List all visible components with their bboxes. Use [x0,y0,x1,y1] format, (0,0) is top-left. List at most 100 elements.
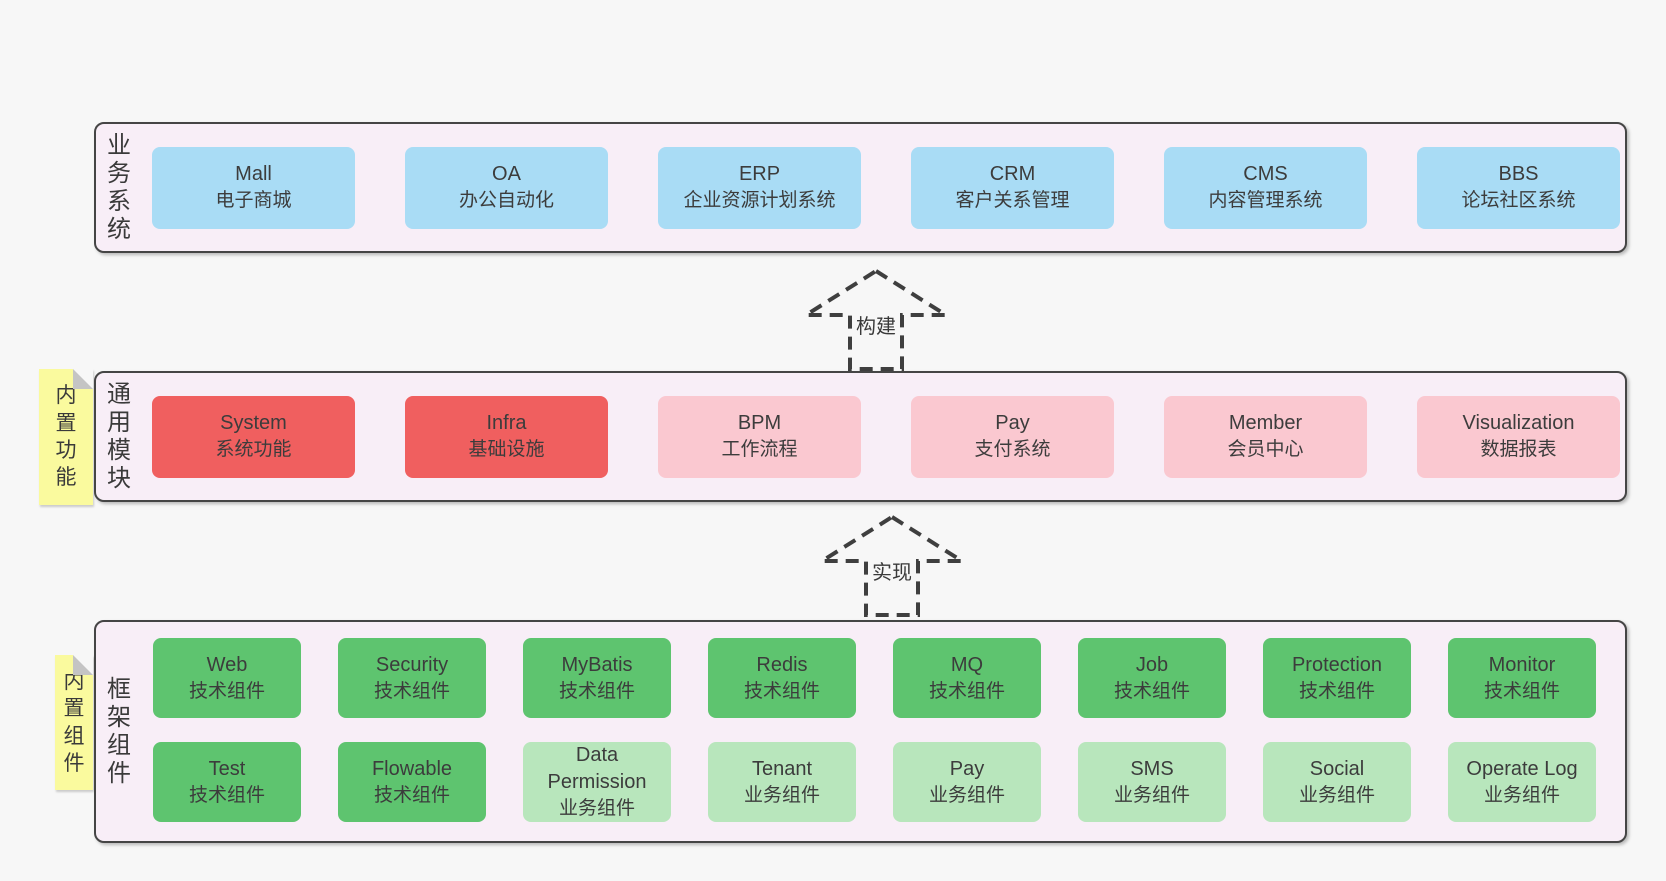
box-name: Web [206,653,248,676]
box-name: Job [1135,653,1169,676]
box-name: Security [375,653,449,676]
box-operate-log: Operate Log 业务组件 [1448,742,1596,822]
box-name: Mall [235,163,272,186]
build-arrow-label: 构建 [853,310,899,339]
box-desc: 技术组件 [1298,680,1375,702]
up-arrow-dashed-icon [799,268,953,371]
box-name: Flowable [371,757,453,780]
box-crm: CRM 客户关系管理 [911,146,1114,229]
box-name: Pay [995,412,1030,435]
box-desc: 技术组件 [188,784,265,806]
box-name: Redis [756,653,808,676]
box-desc: 客户关系管理 [955,190,1070,212]
box-desc: 业务组件 [1483,784,1560,806]
box-desc: 论坛社区系统 [1461,190,1576,212]
sticky-note-built-in-features: 内 置 功 能 [39,369,93,505]
box-desc: 支付系统 [974,439,1051,461]
section-label: 框 架 组 件 [107,675,131,787]
box-infra: Infra 基础设施 [405,395,608,478]
box-desc: 企业资源计划系统 [683,190,836,212]
box-name: SMS [1130,757,1174,780]
box-desc: 系统功能 [215,439,292,461]
section-label: 业 务 系 统 [107,131,131,243]
business-systems-row: Mall 电子商城 OA 办公自动化 ERP 企业资源计划系统 CRM 客户关系… [152,146,1620,229]
box-name: Pay [949,757,985,780]
framework-row-1: Web 技术组件 Security 技术组件 MyBatis 技术组件 Redi… [153,638,1596,718]
box-name: Test [208,757,246,780]
box-pay-module: Pay 支付系统 [911,395,1114,478]
box-name: Tenant [751,757,813,780]
box-erp: ERP 企业资源计划系统 [658,146,861,229]
box-name: Data Permission [547,744,647,794]
box-tenant: Tenant 业务组件 [708,742,856,822]
box-name: ERP [738,163,781,186]
box-name: BPM [737,412,782,435]
box-desc: 业务组件 [743,784,820,806]
box-desc: 业务组件 [1298,784,1375,806]
box-bbs: BBS 论坛社区系统 [1417,146,1620,229]
box-web: Web 技术组件 [153,638,301,718]
sticky-note-built-in-components: 内 置 组 件 [55,655,93,790]
section-common-modules: 通 用 模 块 System 系统功能 Infra 基础设施 BPM 工作流程 … [94,371,1627,502]
section-label: 通 用 模 块 [107,380,131,492]
sticky-note-label: 内 置 功 能 [55,384,77,490]
box-test: Test 技术组件 [153,742,301,822]
box-desc: 技术组件 [1483,680,1560,702]
box-job: Job 技术组件 [1078,638,1226,718]
box-oa: OA 办公自动化 [405,146,608,229]
box-mall: Mall 电子商城 [152,146,355,229]
framework-components-grid: Web 技术组件 Security 技术组件 MyBatis 技术组件 Redi… [153,638,1596,822]
box-desc: 技术组件 [743,680,820,702]
box-name: MQ [950,653,984,676]
box-flowable: Flowable 技术组件 [338,742,486,822]
box-mybatis: MyBatis 技术组件 [523,638,671,718]
section-framework-components: 框 架 组 件 Web 技术组件 Security 技术组件 MyBatis 技… [94,620,1627,843]
box-security: Security 技术组件 [338,638,486,718]
box-desc: 技术组件 [373,680,450,702]
box-name: BBS [1498,163,1539,186]
box-desc: 基础设施 [468,439,545,461]
box-name: Infra [486,412,527,435]
box-desc: 业务组件 [1113,784,1190,806]
box-name: Protection [1291,653,1383,676]
framework-row-2: Test 技术组件 Flowable 技术组件 Data Permission … [153,742,1596,822]
box-monitor: Monitor 技术组件 [1448,638,1596,718]
box-name: CMS [1243,163,1288,186]
box-protection: Protection 技术组件 [1263,638,1411,718]
box-desc: 内容管理系统 [1208,190,1323,212]
box-sms: SMS 业务组件 [1078,742,1226,822]
box-name: OA [492,163,521,186]
box-name: System [220,412,287,435]
box-redis: Redis 技术组件 [708,638,856,718]
box-data-permission: Data Permission 业务组件 [523,742,671,822]
box-system: System 系统功能 [152,395,355,478]
box-desc: 业务组件 [558,798,635,820]
box-mq: MQ 技术组件 [893,638,1041,718]
common-modules-row: System 系统功能 Infra 基础设施 BPM 工作流程 Pay 支付系统… [152,395,1620,478]
implement-arrow: 实现 [812,514,972,618]
box-name: Monitor [1488,653,1556,676]
box-desc: 工作流程 [721,439,798,461]
box-name: Operate Log [1466,757,1578,780]
box-desc: 会员中心 [1227,439,1304,461]
box-desc: 技术组件 [188,680,265,702]
box-desc: 业务组件 [928,784,1005,806]
box-bpm: BPM 工作流程 [658,395,861,478]
box-desc: 技术组件 [928,680,1005,702]
box-name: Visualization [1462,412,1575,435]
box-name: Social [1309,757,1365,780]
implement-arrow-label: 实现 [869,556,915,585]
box-desc: 技术组件 [1113,680,1190,702]
box-name: MyBatis [561,653,633,676]
box-pay-component: Pay 业务组件 [893,742,1041,822]
box-desc: 电子商城 [215,190,292,212]
box-social: Social 业务组件 [1263,742,1411,822]
box-cms: CMS 内容管理系统 [1164,146,1367,229]
sticky-note-label: 内 置 组 件 [63,669,85,775]
box-member: Member 会员中心 [1164,395,1367,478]
box-desc: 办公自动化 [458,190,554,212]
build-arrow: 构建 [796,268,956,372]
box-desc: 技术组件 [558,680,635,702]
box-visualization: Visualization 数据报表 [1417,395,1620,478]
